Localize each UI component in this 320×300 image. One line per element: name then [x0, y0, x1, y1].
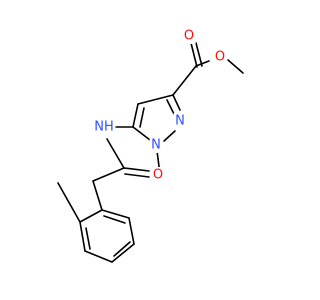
atom-o-carbonyl-ester: O — [182, 28, 196, 44]
bond-ch2-benzene — [92, 180, 103, 211]
atom-label-background — [92, 119, 116, 135]
bond-methyl-o-ester — [227, 59, 244, 74]
bond-c3-n2-b — [166, 99, 175, 115]
bond-nh-amide-c — [106, 138, 125, 169]
atom-label-o-amide: O — [153, 168, 163, 183]
atom-n-pyrazole-1: N — [149, 137, 163, 153]
atom-label-background — [182, 28, 196, 44]
bond-ester-to-ring — [172, 65, 197, 96]
atom-label-background — [149, 137, 163, 153]
molecule-structure-diagram: O O N N NH O — [57, 28, 244, 263]
atom-o-ether-ester: O — [213, 49, 227, 65]
bond-c3-n2-a — [172, 94, 181, 111]
bond-benz-3-4 — [84, 250, 113, 263]
bond-amide-c-ch2 — [92, 167, 125, 182]
bond-benz-1-2 — [79, 209, 103, 223]
bond-benz-4-5 — [111, 243, 135, 263]
bond-ester-carbonyl-b — [195, 42, 203, 67]
atom-label-background — [213, 49, 227, 65]
atom-label-n-pyrazole-2: N — [175, 114, 185, 129]
atom-label-o-carbonyl-ester: O — [184, 29, 194, 44]
bond-benz-5-6 — [128, 217, 135, 245]
bond-c4-c5-a — [132, 103, 139, 128]
bonds — [57, 42, 244, 263]
bond-benz-6-1 — [101, 209, 130, 219]
atom-label-o-ether-ester: O — [215, 50, 225, 65]
bond-benz-methyl — [57, 182, 81, 223]
atom-n-amide: NH — [92, 119, 116, 135]
atom-label-n-pyrazole-1: N — [151, 138, 161, 153]
bond-c3-c4 — [137, 94, 174, 105]
bond-benz-inner-a — [85, 227, 91, 250]
bond-c4-c5-b — [139, 107, 145, 128]
bond-amide-carbonyl-b — [124, 173, 150, 178]
atom-label-n-amide: NH — [94, 120, 114, 135]
bond-n2-n1 — [163, 130, 176, 142]
bond-benz-2-3 — [79, 221, 86, 252]
atom-labels: O O N N NH O — [92, 28, 227, 183]
atom-label-background — [173, 113, 187, 129]
bond-c5-n1 — [132, 126, 151, 141]
bond-benz-inner-b — [113, 241, 131, 257]
bond-ester-carbonyl-a — [190, 42, 198, 68]
atom-o-amide: O — [151, 167, 165, 183]
bond-ester-c-o-single — [195, 60, 210, 67]
bond-amide-carbonyl-a — [123, 167, 150, 172]
atom-n-pyrazole-2: N — [173, 113, 187, 129]
bond-benz-inner-c — [103, 215, 126, 224]
atom-label-background — [151, 167, 165, 183]
